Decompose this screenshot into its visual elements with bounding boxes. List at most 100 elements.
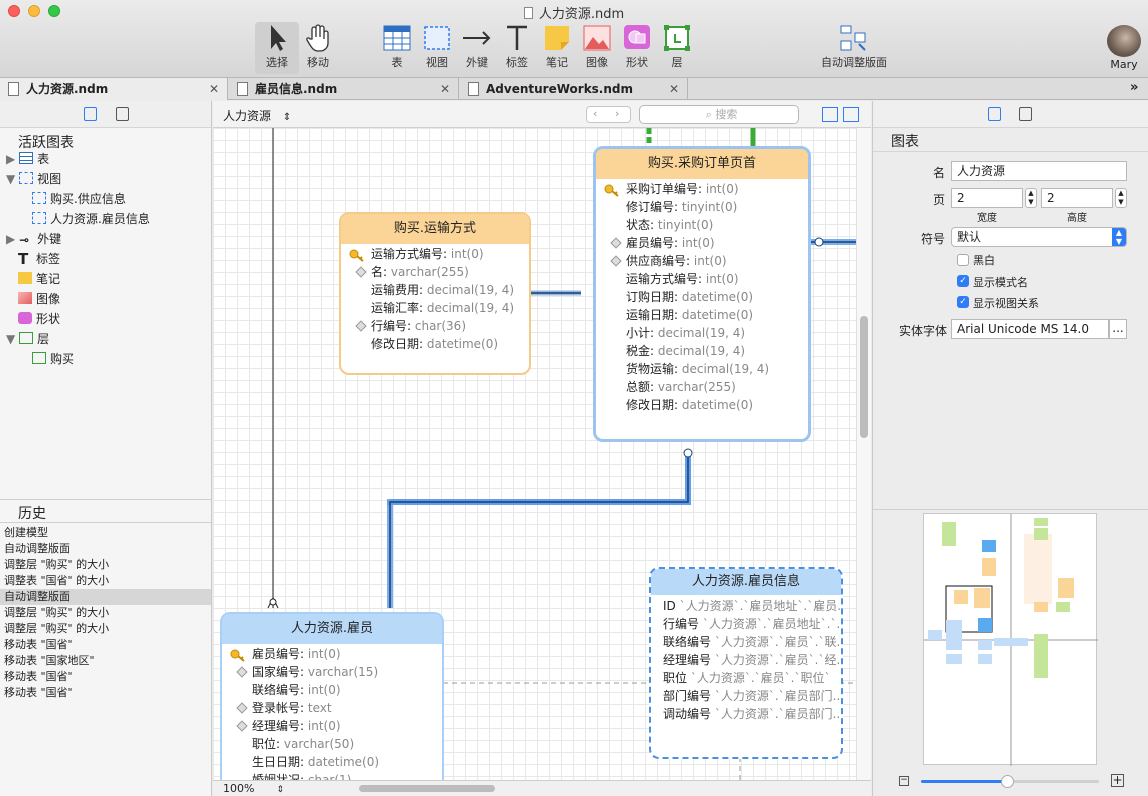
history-item[interactable]: 自动调整版面 [4,542,70,555]
field-row[interactable]: 货物运输: decimal(19, 4) [596,360,808,378]
diagram-objects-icon[interactable] [84,107,97,121]
show-view-relation-checkbox[interactable]: ✓ [957,296,969,308]
tab-close-icon[interactable]: ✕ [439,82,450,96]
relationship-line[interactable] [389,450,689,608]
history-item[interactable]: 创建模型 [4,526,48,539]
history-item[interactable]: 调整表 "国省" 的大小 [4,574,110,587]
field-row[interactable]: 调动编号 `人力资源`.`雇员部门... [651,705,841,723]
object-properties-icon[interactable] [1019,107,1032,121]
schema-selector[interactable]: 人力资源 ⇕ [223,109,292,123]
tool-foreign-key-button[interactable]: 外键 [455,22,499,74]
field-row[interactable]: 税金: decimal(19, 4) [596,342,808,360]
tab-adventureworks[interactable]: AdventureWorks.ndm✕ [460,78,688,100]
field-row[interactable]: 行编号 `人力资源`.`雇员地址`.`... [651,615,841,633]
tab-close-icon[interactable]: ✕ [208,82,219,96]
field-row[interactable]: 职位: varchar(50) [222,735,442,753]
field-row[interactable]: 修改日期: datetime(0) [341,335,529,353]
minimize-window-button[interactable] [28,5,40,17]
tool-shape-button[interactable]: 形状 [615,22,659,74]
field-row[interactable]: 修订编号: tinyint(0) [596,198,808,216]
table-purchase-order-header[interactable]: 购买.采购订单页首 采购订单编号: int(0)修订编号: tinyint(0)… [593,146,811,442]
tab-hr-model[interactable]: 人力资源.ndm✕ [0,78,228,100]
tree-layer-item[interactable]: 购买 [6,349,206,369]
field-row[interactable]: 联络编号 `人力资源`.`雇员`.`联... [651,633,841,651]
tool-layer-button[interactable]: 层 [655,22,699,74]
field-row[interactable]: 名: varchar(255) [341,263,529,281]
page-width-stepper[interactable]: ▲▼ [1025,188,1037,208]
avatar[interactable] [1107,25,1141,57]
page-width-field[interactable]: 2 [951,188,1023,208]
tree-layers[interactable]: ▼ 层 [6,332,50,346]
field-row[interactable]: 订购日期: datetime(0) [596,288,808,306]
field-row[interactable]: 经理编号: int(0) [222,717,442,735]
entity-font-field[interactable]: Arial Unicode MS 14.0 [951,319,1109,339]
field-row[interactable]: 行编号: char(36) [341,317,529,335]
notation-select[interactable]: 默认▲▼ [951,227,1127,247]
right-panel-toggle-icon[interactable] [843,107,859,122]
field-row[interactable]: 联络编号: int(0) [222,681,442,699]
field-row[interactable]: 状态: tinyint(0) [596,216,808,234]
field-row[interactable]: 职位 `人力资源`.`雇员`.`职位` [651,669,841,687]
zoom-out-icon[interactable]: − [899,775,909,786]
view-employee-info[interactable]: 人力资源.雇员信息 ID `人力资源`.`雇员地址`.`雇员...行编号 `人力… [649,567,843,759]
minimap[interactable] [923,513,1098,766]
tree-views[interactable]: ▼ 视图 [6,172,62,186]
tree-shapes[interactable]: 形状 [6,309,206,329]
diagram-properties-icon[interactable] [988,107,1001,121]
table-employee[interactable]: 人力资源.雇员 雇员编号: int(0)国家编号: varchar(15)联络编… [220,612,444,780]
tab-overflow-icon[interactable]: » [1130,80,1139,95]
field-row[interactable]: 运输方式编号: int(0) [341,245,529,263]
tool-note-button[interactable]: 笔记 [535,22,579,74]
back-icon[interactable]: ‹ [593,107,598,120]
field-row[interactable]: 运输汇率: decimal(19, 4) [341,299,529,317]
field-row[interactable]: 雇员编号: int(0) [222,645,442,663]
field-row[interactable]: 登录帐号: text [222,699,442,717]
page-height-stepper[interactable]: ▲▼ [1115,188,1127,208]
history-item[interactable]: 调整层 "购买" 的大小 [4,558,110,571]
field-row[interactable]: ID `人力资源`.`雇员地址`.`雇员... [651,597,841,615]
close-window-button[interactable] [8,5,20,17]
maximize-window-button[interactable] [48,5,60,17]
name-field[interactable]: 人力资源 [951,161,1127,181]
search-input[interactable]: ⌕ 搜索 [639,105,799,124]
vertical-scrollbar[interactable] [860,316,868,438]
tool-image-button[interactable]: 图像 [575,22,619,74]
field-row[interactable]: 总额: varchar(255) [596,378,808,396]
field-row[interactable]: 婚姻状况: char(1) [222,771,442,780]
tool-cursor-button[interactable]: 选择 [255,22,299,74]
auto-layout-button[interactable]: 自动调整版面 [818,22,890,74]
tree-view-item[interactable]: 购买.供应信息 [6,189,206,209]
field-row[interactable]: 采购订单编号: int(0) [596,180,808,198]
forward-icon[interactable]: › [615,107,620,120]
field-row[interactable]: 运输费用: decimal(19, 4) [341,281,529,299]
show-schema-checkbox[interactable]: ✓ [957,275,969,287]
tab-close-icon[interactable]: ✕ [668,82,679,96]
history-item[interactable]: 移动表 "国省" [4,638,73,651]
tree-tables[interactable]: ▶ 表 [6,152,50,166]
table-shipping-method[interactable]: 购买.运输方式 运输方式编号: int(0)名: varchar(255)运输费… [339,212,531,375]
font-picker-button[interactable]: ... [1109,319,1127,339]
field-row[interactable]: 供应商编号: int(0) [596,252,808,270]
field-row[interactable]: 部门编号 `人力资源`.`雇员部门... [651,687,841,705]
history-item[interactable]: 调整层 "购买" 的大小 [4,606,110,619]
diagram-canvas[interactable]: 购买.运输方式 运输方式编号: int(0)名: varchar(255)运输费… [213,128,856,780]
field-row[interactable]: 小计: decimal(19, 4) [596,324,808,342]
field-row[interactable]: 雇员编号: int(0) [596,234,808,252]
field-row[interactable]: 运输日期: datetime(0) [596,306,808,324]
tree-images[interactable]: 图像 [6,289,206,309]
tree-foreign-keys[interactable]: ▶ ⊸外键 [6,232,62,247]
tool-table-button[interactable]: 表 [375,22,419,74]
horizontal-scrollbar[interactable] [359,785,495,792]
tool-label-button[interactable]: 标签 [495,22,539,74]
field-row[interactable]: 经理编号 `人力资源`.`雇员`.`经... [651,651,841,669]
history-item[interactable]: 自动调整版面 [0,589,211,605]
page-height-field[interactable]: 2 [1041,188,1113,208]
tree-view-item[interactable]: 人力资源.雇员信息 [6,209,206,229]
zoom-slider-thumb[interactable] [1001,775,1014,788]
field-row[interactable]: 修改日期: datetime(0) [596,396,808,414]
history-item[interactable]: 移动表 "国家地区" [4,654,95,667]
history-item[interactable]: 调整层 "购买" 的大小 [4,622,110,635]
properties-icon[interactable] [116,107,129,121]
tree-notes[interactable]: 笔记 [6,269,206,289]
